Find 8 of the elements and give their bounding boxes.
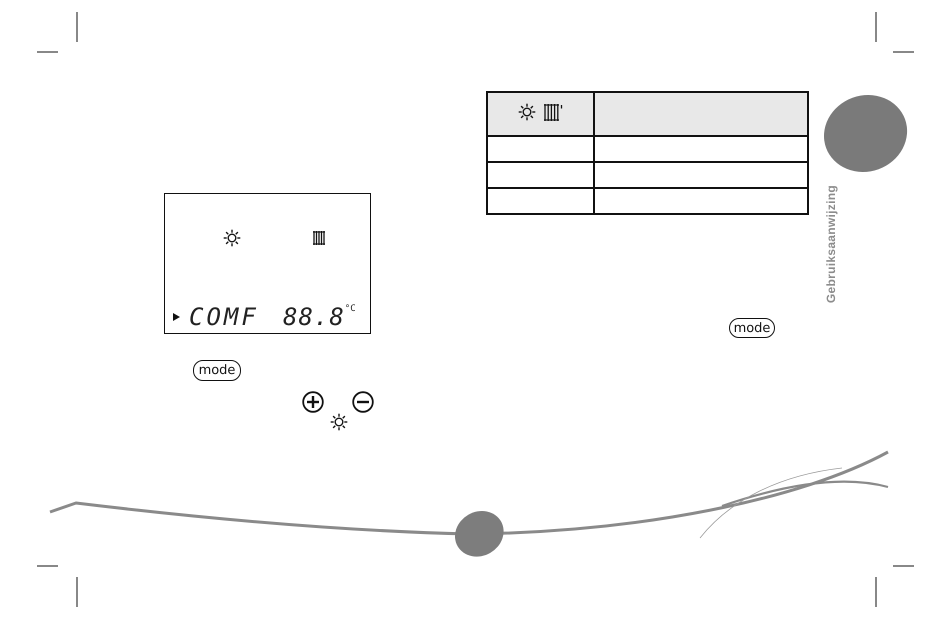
temperature-readout: 88.8$^{°C}$ <box>283 305 356 329</box>
mode-button: mode <box>193 360 241 381</box>
display-mode-text: COMF <box>189 305 259 329</box>
mode-button: mode <box>729 318 775 338</box>
section-tab-oval <box>824 94 908 172</box>
section-label: Gebruiksaanwijzing <box>825 185 837 304</box>
lcd-display <box>164 193 371 334</box>
page-number-oval <box>454 511 504 557</box>
